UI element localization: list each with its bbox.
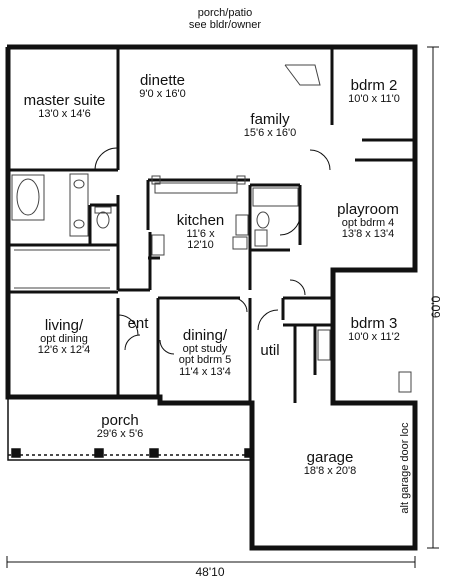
room-dining: dining/ opt study opt bdrm 5 11'4 x 13'4 (162, 328, 248, 378)
room-sub: opt bdrm 4 (341, 216, 395, 229)
room-size: 13'0 x 14'6 (38, 107, 91, 120)
exterior-walls (5, 44, 418, 551)
room-size: 10'0 x 11'2 (348, 330, 400, 343)
room-size: 18'8 x 20'8 (303, 464, 357, 477)
porch-patio-label: porch/patio see bldr/owner (130, 7, 320, 31)
room-size-line-1: 11'6 x (186, 227, 215, 240)
room-sub-1: opt study (182, 342, 228, 355)
room-porch: porch 29'6 x 5'6 (75, 413, 165, 440)
overall-width-label: 48'10 (195, 565, 225, 579)
overall-depth-label: 60'0 (429, 295, 443, 319)
room-garage: garage 18'8 x 20'8 (285, 450, 375, 477)
porch-patio-note: see bldr/owner (188, 18, 262, 31)
interior-walls (8, 47, 415, 403)
room-util: util (260, 342, 280, 359)
room-name: bdrm 3 (350, 315, 398, 332)
room-name: kitchen (176, 212, 225, 229)
room-name: bdrm 2 (350, 77, 398, 94)
room-master-suite: master suite 13'0 x 14'6 (12, 93, 117, 120)
room-size: 11'4 x 13'4 (179, 365, 231, 378)
room-ent: ent (127, 315, 149, 332)
room-size: 12'6 x 12'4 (37, 344, 91, 357)
porch-patio-title: porch/patio (197, 7, 253, 19)
room-size: 13'8 x 13'4 (341, 228, 395, 241)
room-size: 15'6 x 16'0 (243, 126, 297, 139)
room-name: garage (306, 449, 354, 466)
room-bdrm-3: bdrm 3 10'0 x 11'2 (335, 316, 413, 343)
room-bdrm-2: bdrm 2 10'0 x 11'0 (335, 78, 413, 105)
room-kitchen: kitchen 11'6 x 12'10 (163, 213, 238, 252)
room-name: playroom (337, 201, 399, 218)
room-family: family 15'6 x 16'0 (225, 112, 315, 139)
room-size: 10'0 x 11'0 (348, 92, 400, 105)
room-name: living/ (44, 317, 84, 334)
room-sub-2: opt bdrm 5 (178, 354, 232, 367)
room-playroom: playroom opt bdrm 4 13'8 x 13'4 (322, 202, 414, 241)
room-name: porch (101, 412, 139, 429)
room-size-line-2: 12'10 (187, 239, 214, 252)
room-size: 9'0 x 16'0 (139, 87, 186, 100)
room-size: 29'6 x 5'6 (96, 427, 144, 440)
room-dinette: dinette 9'0 x 16'0 (125, 73, 200, 100)
door-swings (94, 147, 331, 355)
room-name: family (250, 111, 290, 128)
room-name: master suite (23, 92, 106, 109)
room-name: dining/ (182, 327, 228, 344)
fixtures (11, 64, 412, 393)
alt-garage-door-note: alt garage door loc (399, 422, 411, 514)
dimension-lines (6, 46, 439, 568)
room-sub: opt dining (40, 332, 88, 345)
room-name: dinette (139, 72, 186, 89)
room-living: living/ opt dining 12'6 x 12'4 (14, 318, 114, 357)
porch-outline (7, 397, 254, 461)
